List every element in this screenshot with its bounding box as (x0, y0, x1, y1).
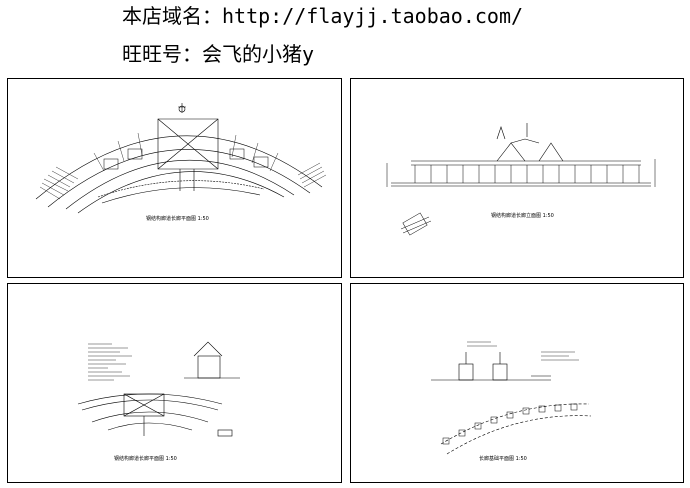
corridor-plan-drawing (35, 103, 327, 214)
drawing-panel-detail-plan: 钢结构廊道长廊平面图 1:50 (7, 283, 342, 483)
drawing-panel-elevation: 钢结构廊道长廊立面图 1:50 (350, 78, 684, 278)
drawing-caption: 钢结构廊道长廊立面图 1:50 (491, 213, 554, 219)
drawing-caption: 钢结构廊道长廊平面图 1:50 (146, 216, 209, 222)
wangwang-id-text: 旺旺号：会飞的小猪y (122, 42, 315, 66)
drawing-caption: 长廊基础平面图 1:50 (479, 456, 527, 462)
detail-plan-drawing (77, 341, 240, 437)
drawing-panel-foundation: 长廊基础平面图 1:50 (350, 283, 684, 483)
foundation-plan-drawing (431, 341, 592, 455)
shop-domain-text: 本店域名：http://flayjj.taobao.com/ (122, 4, 524, 28)
corridor-elevation-drawing (386, 123, 656, 236)
drawing-panel-plan: 钢结构廊道长廊平面图 1:50 (7, 78, 342, 278)
drawing-caption: 钢结构廊道长廊平面图 1:50 (114, 456, 177, 462)
